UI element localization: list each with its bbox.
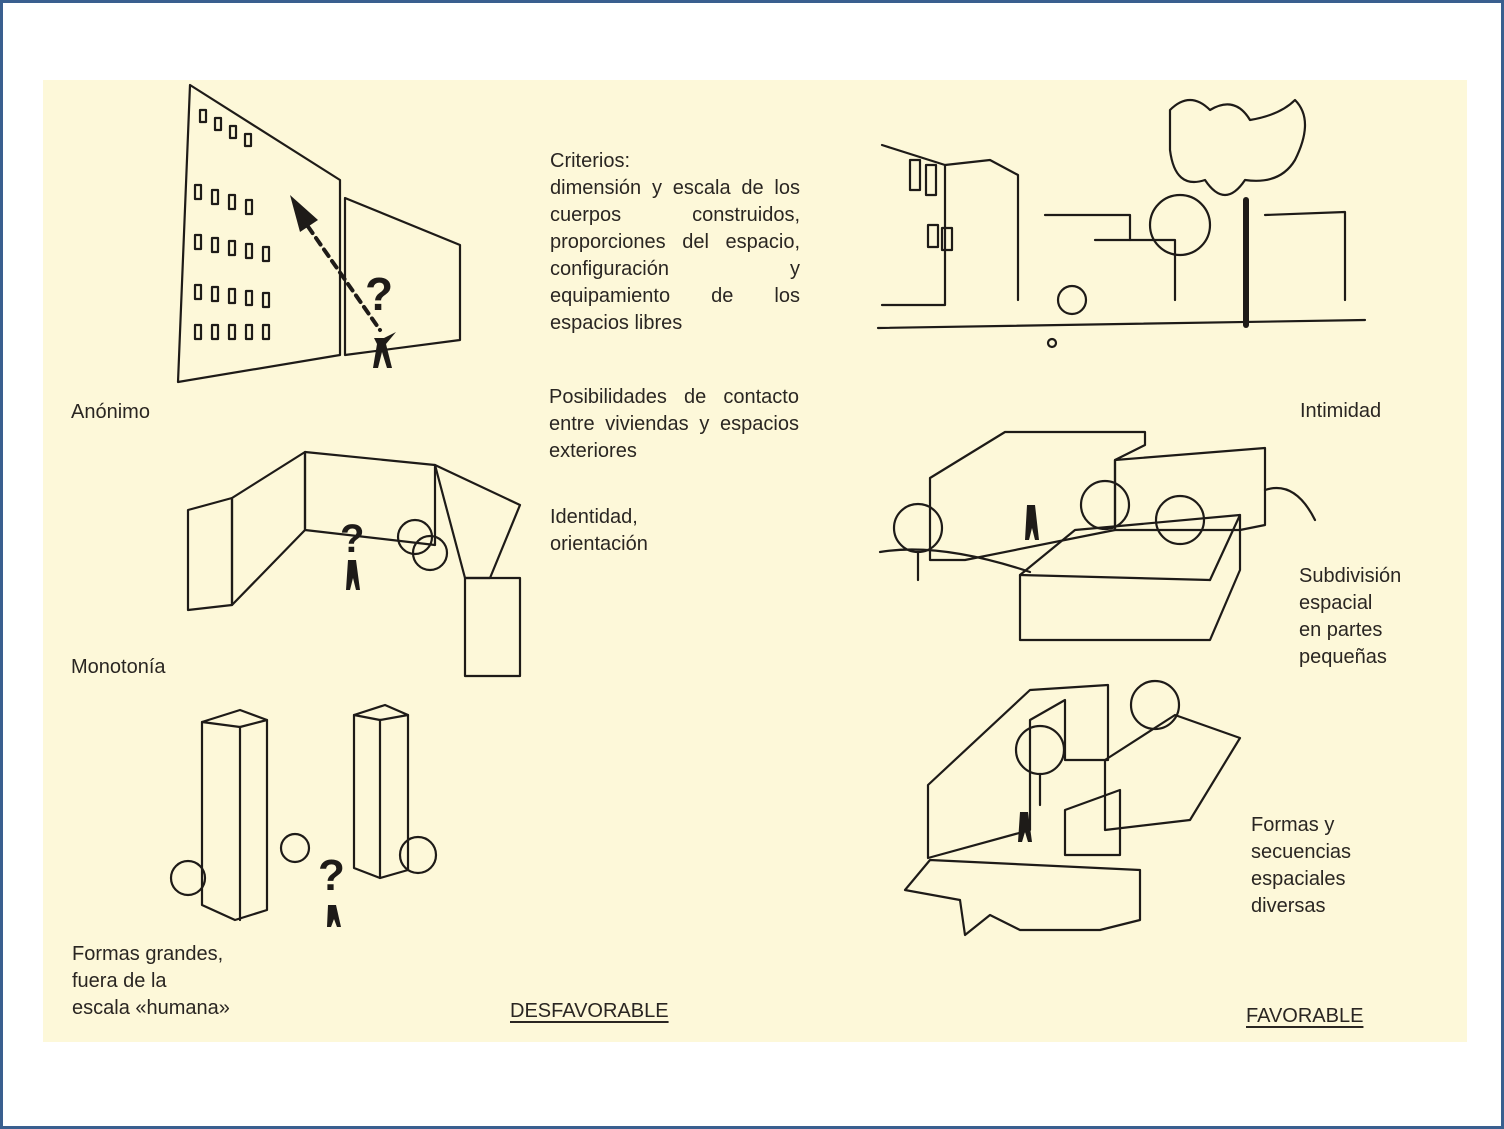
illustration-plate xyxy=(43,80,1467,1042)
label-subdivision: Subdivisión espacial en partes pequeñas xyxy=(1299,565,1402,668)
sketch-subdivision xyxy=(878,430,1317,642)
label-intimidad: Intimidad xyxy=(1300,400,1382,422)
svg-text:?: ? xyxy=(340,517,364,561)
label-formas-diversas: Formas y secuencias espaciales diversas xyxy=(1251,814,1352,917)
title-desfavorable: DESFAVORABLE xyxy=(510,1000,669,1022)
sketch-monotony: ? xyxy=(186,450,522,678)
sketch-intimacy xyxy=(876,98,1367,349)
label-monotonia: Monotonía xyxy=(71,656,166,678)
criteria-item-identity: Identidad, orientación xyxy=(550,506,648,555)
title-favorable: FAVORABLE xyxy=(1246,1005,1364,1027)
sketch-big-forms: ? xyxy=(169,703,438,927)
label-formas-grandes: Formas grandes, fuera de la escala «huma… xyxy=(72,943,230,1019)
label-anonimo: Anónimo xyxy=(71,401,150,423)
criteria-item-dimension: dimensión y escala de los cuerpos constr… xyxy=(550,177,800,334)
sketch-anonymous: ? xyxy=(176,83,462,384)
criteria-heading: Criterios: xyxy=(550,150,631,172)
criteria-item-contact: Posibilidades de contacto entre vivienda… xyxy=(549,386,799,462)
svg-text:?: ? xyxy=(318,851,345,900)
svg-text:?: ? xyxy=(365,268,393,320)
sketch-diverse xyxy=(903,679,1242,937)
